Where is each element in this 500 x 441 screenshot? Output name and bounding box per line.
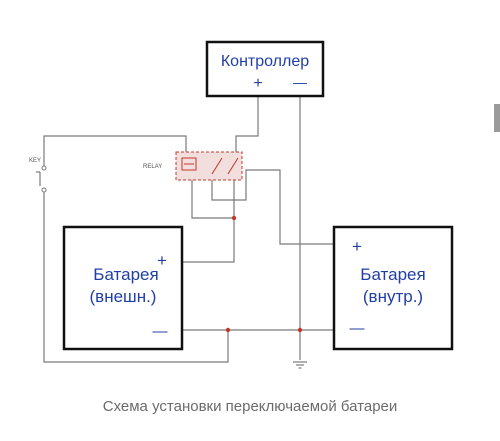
battery-external-name: Батарея (93, 265, 158, 284)
battery-internal: Батарея (внутр.) + — (332, 225, 454, 351)
wire-relay-to-ext-plus (182, 180, 235, 263)
relay-coil-icon (181, 157, 197, 171)
wire-key-to-bottom (43, 190, 229, 363)
relay-switch-icon (211, 157, 223, 175)
battery-external: Батарея (внешн.) + — (62, 225, 184, 351)
junction-dot (297, 327, 303, 333)
battery-internal-minus: — (350, 320, 365, 337)
diagram-caption: Схема установки переключаемой батареи (102, 398, 398, 415)
relay-label: RELAY (143, 164, 162, 170)
battery-internal-type: (внутр.) (363, 287, 423, 306)
battery-internal-name: Батарея (360, 265, 425, 284)
key-switch: KEY (29, 158, 47, 193)
battery-external-minus: — (153, 323, 168, 340)
controller-plus: + (253, 75, 262, 92)
relay: RELAY (143, 151, 243, 181)
wire-relay-key-loop (43, 135, 187, 168)
wire-controller-plus (235, 96, 259, 152)
battery-external-plus: + (157, 251, 167, 270)
wire-relay-left-bottom (191, 180, 234, 219)
battery-internal-plus: + (352, 237, 362, 256)
junction-dot (231, 215, 237, 221)
controller-minus: — (293, 74, 307, 90)
ground-icon (293, 361, 307, 369)
wires (43, 96, 334, 363)
controller-box: Контроллер + — (205, 40, 325, 98)
controller-label: Контроллер (221, 53, 309, 70)
battery-external-type: (внешн.) (90, 287, 157, 306)
junction-dot (225, 327, 231, 333)
junctions (225, 215, 303, 333)
scrollbar-thumb[interactable] (494, 104, 500, 132)
wire-relay-to-int-plus (211, 169, 334, 245)
key-label: KEY (29, 158, 41, 164)
relay-body (175, 151, 243, 181)
